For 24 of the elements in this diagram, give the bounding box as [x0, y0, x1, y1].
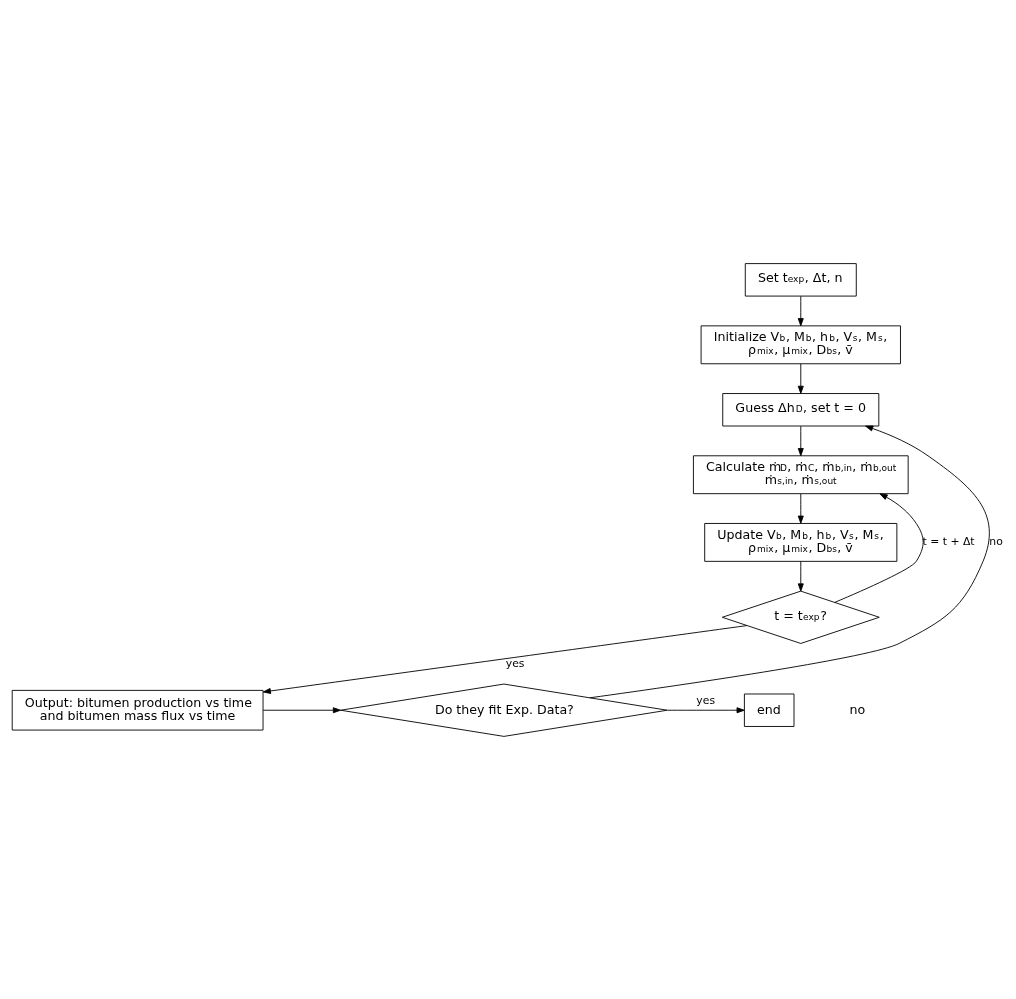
node-box: Output: bitumen production vs time and bitumen mass flux vs time [11, 689, 264, 731]
node-box: Guess ΔhD, set t = 0 [722, 392, 880, 426]
arrow [797, 493, 804, 524]
arrow [797, 560, 804, 592]
edge-label: yes [505, 656, 525, 670]
node-box: Initialize Vb, Mb, hb, Vs, Ms, ρmix, μmix, Dbs, v̄ [700, 324, 901, 364]
arrow [797, 363, 804, 394]
label: no [849, 701, 866, 717]
arrow [589, 425, 990, 698]
arrow [834, 492, 924, 603]
arrow [797, 295, 804, 326]
node-box: Calculate ṁD, ṁC, ṁb,in, ṁb,out ṁs,in, ṁs,out [692, 454, 909, 494]
node-box: Update Vb, Mb, hb, Vs, Ms, ρmix, μmix, Dbs, v̄ [704, 522, 898, 562]
node-box: end [743, 693, 795, 727]
arrow [262, 624, 748, 694]
edge-label: no [989, 534, 1003, 548]
arrow [262, 706, 341, 713]
arrow [797, 425, 804, 456]
node-diamond: Do they fit Exp. Data? [340, 683, 668, 737]
edge-label: t = t + Δt [922, 534, 975, 548]
node-diamond: t = texp? [721, 590, 880, 644]
arrow [666, 706, 745, 713]
edge-label: yes [696, 693, 716, 707]
node-box: Set texp, Δt, n [744, 262, 857, 297]
